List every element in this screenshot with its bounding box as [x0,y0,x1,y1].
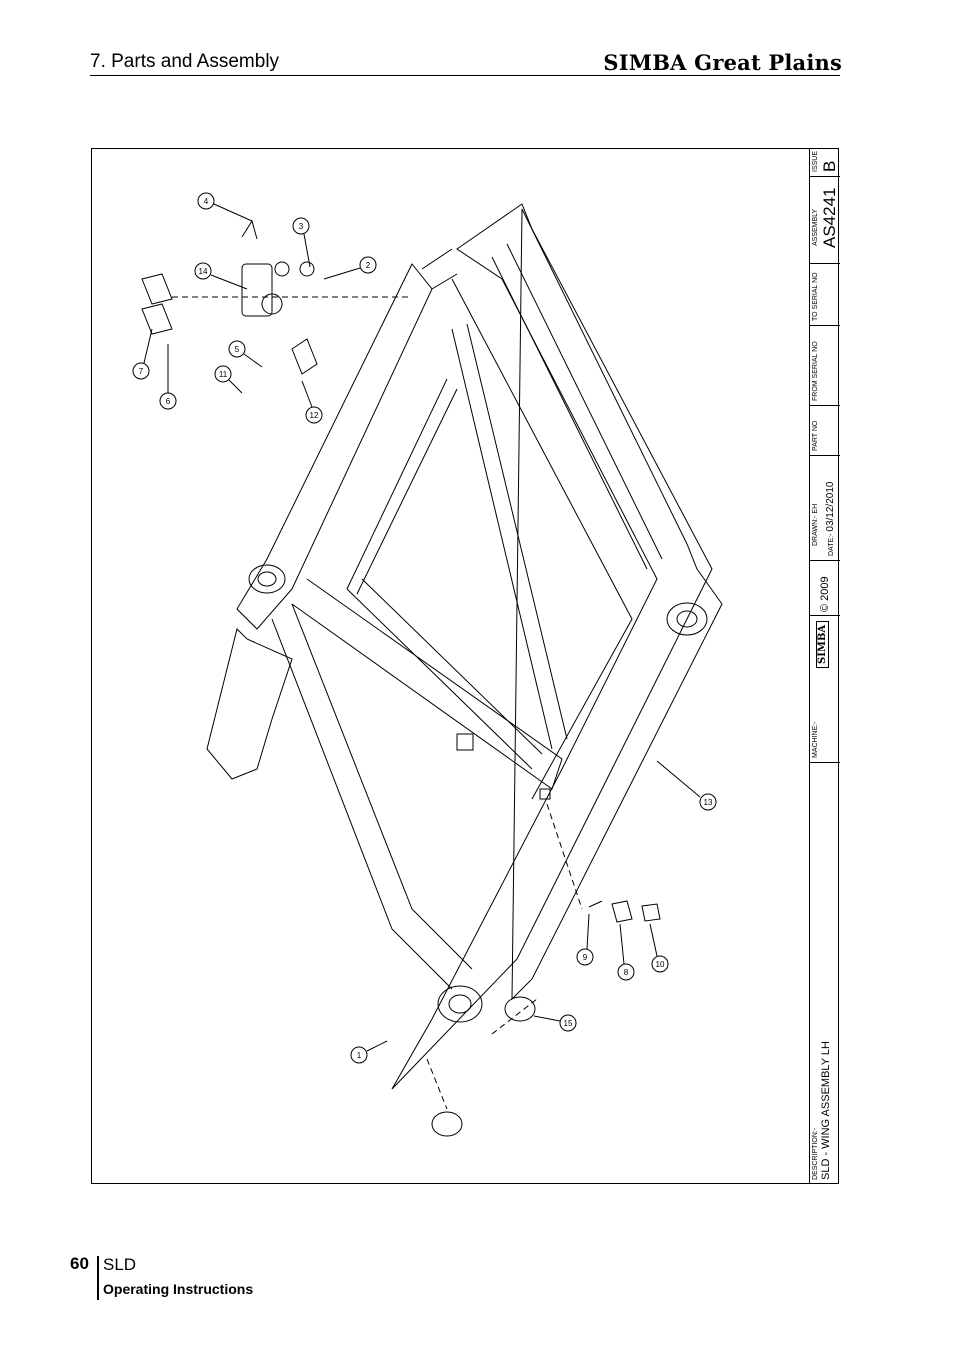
callout-12: 12 [301,380,323,424]
title-block-divider [809,615,840,616]
callout-11: 11 [214,365,243,394]
callout-10: 10 [649,923,669,973]
brand-logo: SIMBA Great Plains [603,50,842,75]
section-title: 7. Parts and Assembly [90,51,280,72]
title-block-divider [809,263,840,264]
svg-text:4: 4 [204,197,209,206]
title-block-divider [809,405,840,406]
svg-text:10: 10 [656,960,665,969]
pivot-bosses [248,564,708,1137]
footer-subtitle: Operating Instructions [103,1281,254,1297]
svg-text:14: 14 [199,267,208,276]
frame-left-brace [206,603,473,990]
title-block-divider [809,560,840,561]
page-number: 60 [70,1254,89,1273]
svg-text:9: 9 [583,953,588,962]
callout-13: 13 [656,760,717,811]
callout-5: 5 [228,340,263,368]
callout-2: 2 [323,256,377,280]
alignment-lines [172,296,583,1110]
title-block-divider [809,176,840,177]
from-serial-label: FROM SERIAL NO [812,341,819,401]
callout-1: 1 [350,1040,388,1064]
title-block [809,148,840,1184]
frame-top-crossbar [236,248,458,630]
svg-text:8: 8 [624,968,629,977]
footer-model: SLD [103,1255,137,1274]
assembly-value: AS4241 [820,187,839,249]
header-rule [90,75,840,76]
callout-4: 4 [197,192,253,222]
drawing-frame [91,148,839,1184]
to-serial-label: TO SERIAL NO [812,272,819,321]
svg-text:3: 3 [299,222,304,231]
description-label: DESCRIPTION:- [812,1127,819,1180]
footer-divider [97,1256,99,1300]
issue-value: B [820,160,839,172]
callout-8: 8 [617,923,635,981]
date-field: DATE:- 03/12/2010 [825,481,836,556]
part-callouts: 4 3 2 14 7 6 5 11 12 13 9 8 10 15 1 [132,192,717,1064]
callout-14: 14 [194,262,248,290]
svg-text:5: 5 [235,345,240,354]
frame-diagonal-braces [291,323,568,790]
svg-text:6: 6 [166,397,171,406]
svg-text:11: 11 [219,370,228,379]
hinge-cluster [141,219,318,375]
description-value: SLD - WING ASSEMBLY LH [820,1041,832,1180]
svg-text:7: 7 [139,367,144,376]
callout-9: 9 [576,913,594,966]
drawn-label: DRAWN:- EH [812,503,819,546]
callout-15: 15 [533,1014,577,1032]
assembly-label: ASSEMBLY [812,208,819,246]
svg-text:2: 2 [366,261,371,270]
title-block-divider [809,762,840,763]
assembly-drawing: 4 3 2 14 7 6 5 11 12 13 9 8 10 15 1 [132,192,723,1137]
part-no-label: PART NO [812,420,819,451]
issue-label: ISSUE [812,150,819,172]
callout-3: 3 [292,217,311,268]
simba-logo: SIMBA [816,620,829,668]
svg-text:1: 1 [357,1051,362,1060]
callout-6: 6 [159,344,177,410]
svg-text:13: 13 [704,798,713,807]
copyright: © 2009 [819,576,831,612]
frame-side-rail [391,203,713,1090]
callout-7: 7 [132,328,153,380]
title-block-divider [809,325,840,326]
machine-label: MACHINE:- [812,721,819,758]
svg-text:15: 15 [564,1019,573,1028]
fixings [456,733,661,923]
svg-text:12: 12 [310,411,319,420]
title-block-divider [809,455,840,456]
